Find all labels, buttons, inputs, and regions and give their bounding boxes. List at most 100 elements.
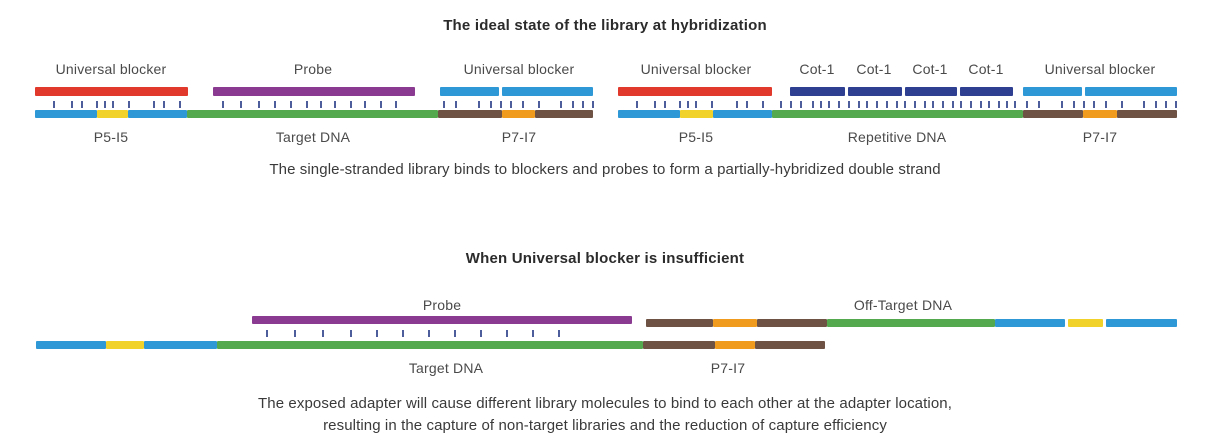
d1-p5-ticks-3 [81, 101, 83, 108]
d2-repetitive-ticks-3 [800, 101, 802, 108]
d1-probe-ticks-5 [290, 101, 292, 108]
s2-target-p7-brown-2 [755, 341, 825, 349]
s2-p7-i7-label: P7-I7 [710, 360, 746, 376]
s2-probe-ticks-8 [454, 330, 456, 337]
d2-repetitive-ticks-2 [790, 101, 792, 108]
d1-p7-ticks-4 [490, 101, 492, 108]
d2-p7-ticks-11 [1165, 101, 1167, 108]
s2-offtarget-p7-brown-2 [757, 319, 827, 327]
d2-p7-ticks-8 [1121, 101, 1123, 108]
d1-probe-ticks-10 [364, 101, 366, 108]
s2-offtarget-blue-2 [1106, 319, 1177, 327]
d2-repetitive-ticks-24 [998, 101, 1000, 108]
d2-p7-ticks-10 [1155, 101, 1157, 108]
d2-strand-p7-brown-1 [1023, 110, 1083, 118]
d2-strand-p7-orange [1083, 110, 1117, 118]
d1-universal-blocker-right-bar-b [502, 87, 593, 96]
d2-repetitive-ticks-11 [876, 101, 878, 108]
d1-p7-ticks-8 [538, 101, 540, 108]
s2-probe-ticks-1 [266, 330, 268, 337]
s2-offtarget-green [827, 319, 995, 327]
s2-target-p5-blue-1 [36, 341, 106, 349]
d2-repetitive-ticks-9 [858, 101, 860, 108]
d1-probe-ticks-7 [320, 101, 322, 108]
d2-p7-ticks-1 [1026, 101, 1028, 108]
d2-strand-p5-yellow [680, 110, 713, 118]
s2-probe-ticks-6 [402, 330, 404, 337]
d2-repetitive-ticks-20 [960, 101, 962, 108]
s2-offtarget-yellow [1068, 319, 1103, 327]
d2-repetitive-ticks-19 [952, 101, 954, 108]
d2-repetitive-ticks-8 [848, 101, 850, 108]
d2-repetitive-ticks-25 [1006, 101, 1008, 108]
d2-cot1-bar-3 [905, 87, 957, 96]
s2-probe-ticks-11 [532, 330, 534, 337]
d2-repetitive-ticks-5 [820, 101, 822, 108]
d2-p5-ticks-1 [636, 101, 638, 108]
d2-p5-ticks-5 [687, 101, 689, 108]
d1-strand-p7-brown-2 [535, 110, 593, 118]
d1-p5-ticks-7 [128, 101, 130, 108]
d2-cot1-label-3: Cot-1 [912, 61, 948, 77]
d1-strand-p5-yellow [97, 110, 128, 118]
section1-title: The ideal state of the library at hybrid… [443, 17, 767, 34]
d1-p5-ticks-5 [104, 101, 106, 108]
s2-probe-ticks-4 [350, 330, 352, 337]
d1-target-dna-label: Target DNA [275, 129, 351, 145]
s2-probe-bar [252, 316, 632, 324]
d1-universal-blocker-left-bar [35, 87, 188, 96]
s2-probe-ticks-10 [506, 330, 508, 337]
d2-repetitive-ticks-23 [988, 101, 990, 108]
d1-strand-target-green [187, 110, 438, 118]
d2-p5-ticks-2 [654, 101, 656, 108]
d2-repetitive-ticks-15 [914, 101, 916, 108]
d2-p7-i7-label: P7-I7 [1082, 129, 1118, 145]
s2-target-dna-label: Target DNA [408, 360, 484, 376]
d1-probe-label: Probe [293, 61, 333, 77]
d2-p5-ticks-9 [746, 101, 748, 108]
d2-p5-ticks-8 [736, 101, 738, 108]
d1-p5-i5-label: P5-I5 [93, 129, 129, 145]
d2-repetitive-ticks-13 [896, 101, 898, 108]
d1-p7-ticks-12 [592, 101, 594, 108]
d2-repetitive-ticks-18 [942, 101, 944, 108]
d1-p5-ticks-10 [179, 101, 181, 108]
s2-offtarget-p7-orange [713, 319, 757, 327]
d2-repetitive-ticks-4 [812, 101, 814, 108]
d2-cot1-label-1: Cot-1 [799, 61, 835, 77]
d2-p5-ticks-10 [762, 101, 764, 108]
d2-p5-ticks-7 [711, 101, 713, 108]
d1-p7-ticks-6 [510, 101, 512, 108]
d1-strand-p5-blue-2 [128, 110, 187, 118]
d1-universal-blocker-right-label: Universal blocker [463, 61, 575, 77]
d1-strand-p7-brown-1 [438, 110, 502, 118]
d1-strand-p7-orange [502, 110, 535, 118]
s2-probe-label: Probe [422, 297, 462, 313]
d2-strand-p5-blue-2 [713, 110, 772, 118]
d1-probe-ticks-2 [240, 101, 242, 108]
d1-strand-p5-blue-1 [35, 110, 97, 118]
d2-strand-p7-brown-2 [1117, 110, 1177, 118]
d1-p5-ticks-9 [163, 101, 165, 108]
d2-cot1-label-2: Cot-1 [856, 61, 892, 77]
d2-p5-ticks-6 [695, 101, 697, 108]
d2-p5-ticks-4 [679, 101, 681, 108]
d2-strand-repetitive-green [772, 110, 1023, 118]
d2-cot1-bar-2 [848, 87, 902, 96]
d2-repetitive-ticks-1 [780, 101, 782, 108]
d1-p7-ticks-3 [478, 101, 480, 108]
d1-p7-ticks-1 [443, 101, 445, 108]
d2-repetitive-ticks-26 [1014, 101, 1016, 108]
s2-target-p5-blue-2 [144, 341, 217, 349]
d1-p5-ticks-2 [71, 101, 73, 108]
s2-probe-ticks-7 [428, 330, 430, 337]
s2-target-p5-yellow [106, 341, 144, 349]
d2-repetitive-ticks-10 [866, 101, 868, 108]
s2-target-p7-brown-1 [643, 341, 715, 349]
section2-title: When Universal blocker is insufficient [465, 250, 745, 267]
d1-probe-ticks-1 [222, 101, 224, 108]
d1-p7-ticks-5 [500, 101, 502, 108]
d1-p5-ticks-1 [53, 101, 55, 108]
d2-repetitive-ticks-17 [932, 101, 934, 108]
s2-probe-ticks-3 [322, 330, 324, 337]
